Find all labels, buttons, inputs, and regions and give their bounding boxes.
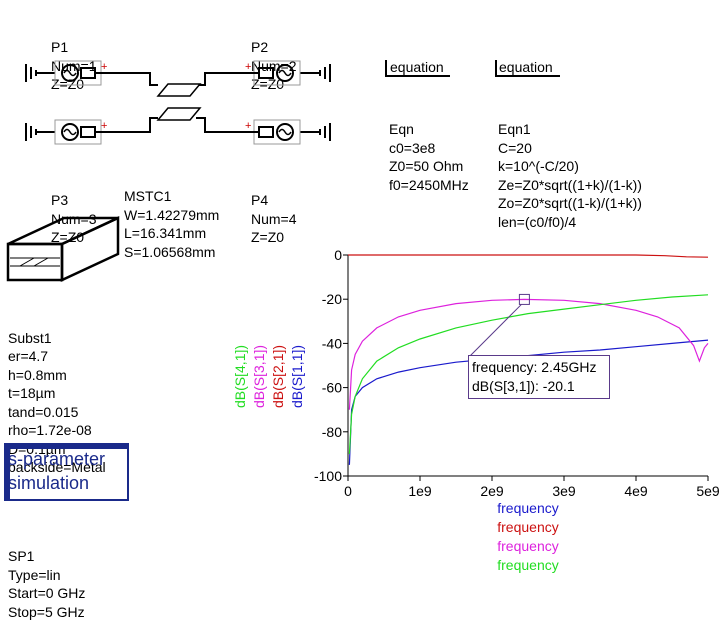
svg-text:+: + [101, 61, 107, 73]
marker-frequency: frequency: 2.45GHz [472, 359, 597, 375]
y-tick-label: -80 [322, 424, 342, 440]
y-axis-label-s11: dB(S[1,1]) [289, 344, 305, 408]
series-line-41 [348, 294, 709, 454]
series-line-31 [348, 298, 709, 410]
ground-icon [300, 64, 331, 82]
x-axis-label-s21: frequency [497, 519, 559, 535]
schematic-canvas: + + + + [6, 60, 560, 282]
svg-text:+: + [245, 120, 251, 132]
simulation-block[interactable] [4, 443, 129, 501]
simulation-title: s-parameter simulation [8, 449, 106, 493]
marker-tooltip[interactable]: frequency: 2.45GHz dB(S[3,1]): -20.1 [468, 355, 610, 399]
y-axis-label-s41: dB(S[4,1]) [232, 344, 248, 408]
x-tick-label: 5e9 [696, 483, 720, 499]
x-tick-label: 0 [344, 483, 352, 499]
x-tick-label: 3e9 [552, 483, 576, 499]
x-tick-label: 1e9 [408, 483, 432, 499]
ground-icon [25, 123, 55, 141]
ground-icon [300, 123, 331, 141]
coupled-lines-icon [156, 83, 202, 121]
svg-text:+: + [101, 120, 107, 132]
series-line-21 [348, 254, 709, 258]
y-tick-label: -20 [322, 291, 342, 307]
y-axis-label-s31: dB(S[3,1]) [251, 344, 267, 408]
x-tick-label: 2e9 [480, 483, 504, 499]
marker-leader [469, 304, 522, 357]
y-tick-label: -40 [322, 335, 342, 351]
substrate-icon [6, 216, 120, 282]
x-axis-label-s31: frequency [497, 538, 559, 554]
ac-source-icon [258, 64, 294, 82]
series-line-11 [348, 339, 709, 465]
x-axis-label-s11: frequency [497, 500, 559, 516]
x-tick-label: 4e9 [624, 483, 648, 499]
y-tick-label: -100 [314, 468, 342, 484]
y-tick-label: 0 [334, 247, 342, 263]
equation-header: equation [499, 59, 553, 75]
marker-value: dB(S[3,1]): -20.1 [472, 378, 575, 394]
x-axis-label-s41: frequency [497, 557, 559, 573]
equation-header: equation [390, 59, 444, 75]
svg-text:+: + [245, 61, 251, 73]
marker-box [518, 293, 530, 305]
ground-icon [25, 64, 55, 82]
y-tick-label: -60 [322, 380, 342, 396]
y-axis-label-s21: dB(S[2,1]) [270, 344, 286, 408]
